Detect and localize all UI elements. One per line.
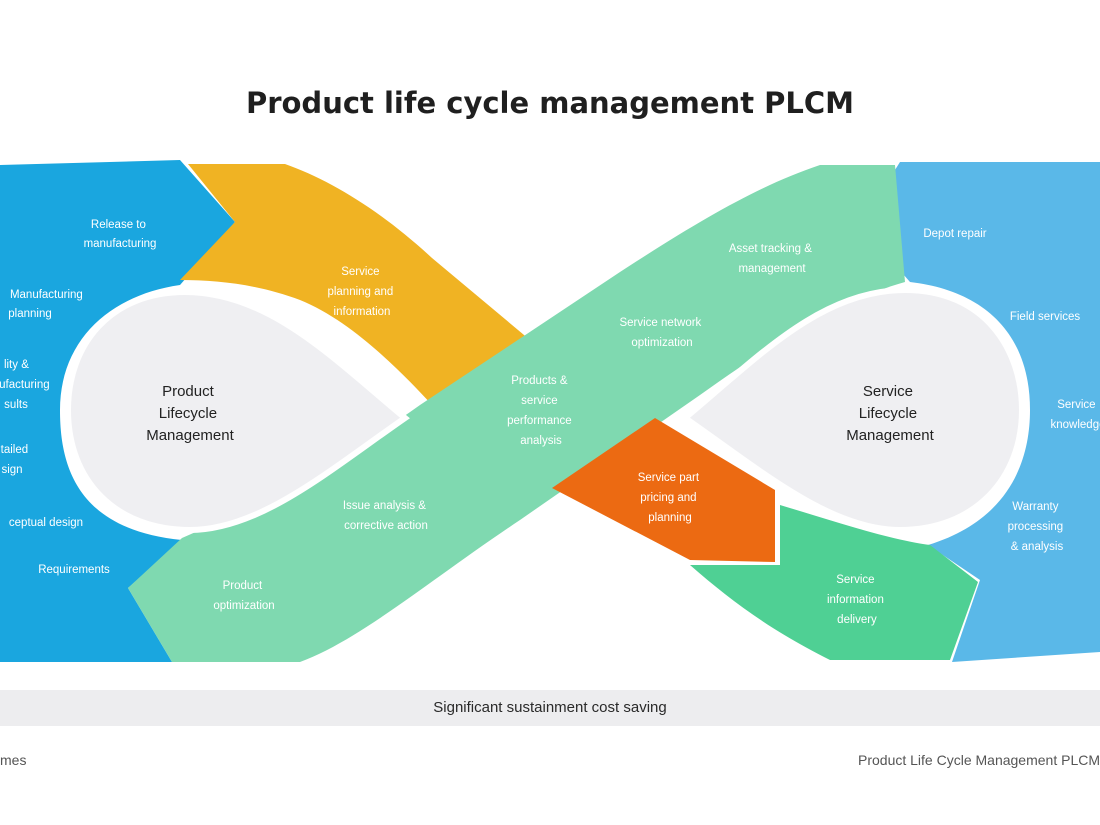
left-blue-arc	[0, 160, 235, 662]
right-item-warranty: Warranty processing & analysis	[1008, 501, 1067, 553]
right-item-knowledge: Service knowledge	[1051, 399, 1100, 431]
left-core-line: Management	[146, 427, 234, 444]
green-label: Service information delivery	[827, 574, 887, 626]
left-item-quality: lity & ufacturing sults	[0, 359, 53, 411]
right-item-field: Field services	[1010, 311, 1081, 323]
footer-right-text: Product Life Cycle Management PLCM	[858, 752, 1100, 768]
orange-label: Service part pricing and planning	[638, 472, 703, 524]
mint-item-performance: Products & service performance analysis	[507, 375, 575, 447]
right-blue-arc	[860, 162, 1100, 662]
left-core-label: Product Lifecycle Management	[146, 383, 234, 444]
left-core-line: Lifecycle	[159, 405, 217, 422]
left-item-requirements: Requirements	[38, 564, 110, 576]
yellow-label: Service planning and information	[327, 266, 396, 318]
footer-left-text: mes	[0, 752, 27, 768]
cost-saving-band: Significant sustainment cost saving	[0, 690, 1100, 726]
orange-chevron	[552, 418, 775, 562]
right-core-line: Management	[846, 427, 934, 444]
left-core-shape	[64, 288, 410, 534]
right-core-label: Service Lifecycle Management	[846, 383, 934, 444]
left-item-detailed-design: tailed sign	[1, 444, 32, 476]
right-core-line: Service	[863, 383, 913, 400]
mint-item-asset-tracking: Asset tracking & management	[729, 243, 815, 275]
left-item-release: Release to manufacturing	[84, 219, 157, 250]
mint-item-product-optimization: Product optimization	[213, 580, 274, 612]
page-title: Product life cycle management PLCM	[245, 86, 855, 120]
left-item-manufacturing-planning: Manufacturing planning	[8, 289, 86, 320]
right-core-shape	[680, 286, 1026, 534]
right-item-depot: Depot repair	[923, 228, 986, 240]
right-core-line: Lifecycle	[859, 405, 917, 422]
green-chevron	[690, 505, 978, 660]
mint-item-service-network: Service network optimization	[619, 317, 704, 349]
mint-ribbon	[128, 165, 905, 662]
mint-item-issue-analysis: Issue analysis & corrective action	[343, 500, 429, 532]
left-core-line: Product	[162, 383, 215, 400]
left-item-conceptual-design: ceptual design	[9, 517, 83, 529]
yellow-chevron	[180, 164, 530, 405]
